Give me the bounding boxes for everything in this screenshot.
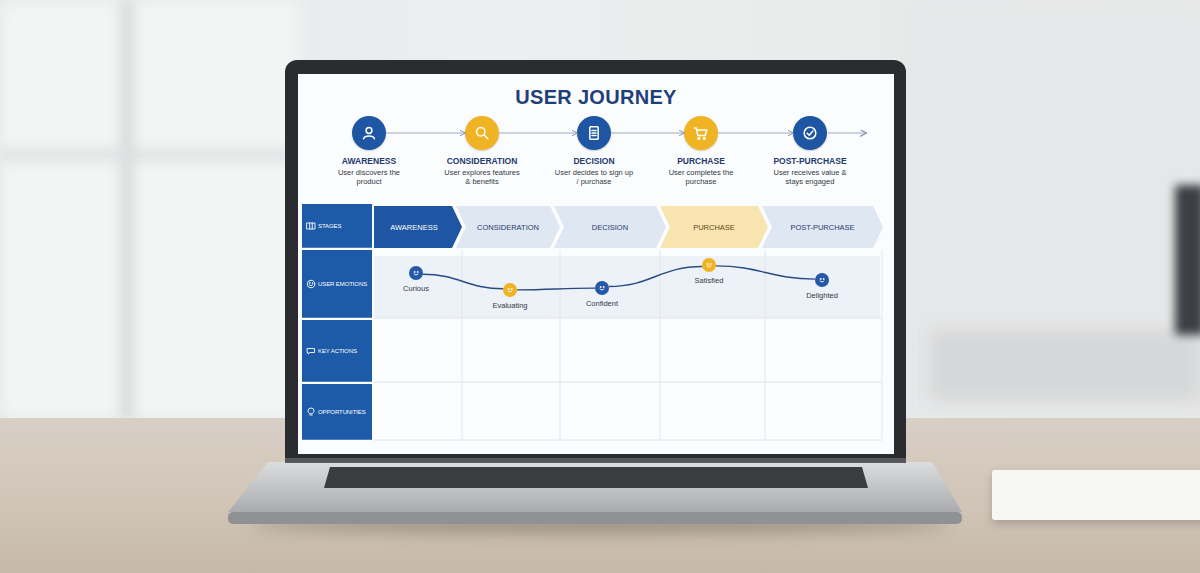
row-header: USER EMOTIONS bbox=[302, 250, 372, 318]
emotion-marker: Delighted bbox=[815, 273, 829, 287]
stage-description: User decides to sign up / purchase bbox=[554, 168, 634, 186]
stage-heading: AWARENESS bbox=[314, 156, 424, 166]
grid-line bbox=[374, 440, 882, 441]
icon bbox=[596, 282, 608, 294]
chevron-label: DECISION bbox=[554, 206, 666, 248]
row-label: KEY ACTIONS bbox=[318, 320, 372, 382]
row-label: STAGES bbox=[318, 204, 372, 248]
icon bbox=[305, 220, 317, 232]
row-header: KEY ACTIONS bbox=[302, 320, 372, 382]
laptop-deck bbox=[228, 462, 962, 512]
icon bbox=[816, 274, 828, 286]
laptop-front-edge bbox=[228, 512, 962, 524]
chevron-label: AWARENESS bbox=[374, 206, 462, 248]
stage-chevron: CONSIDERATION bbox=[456, 206, 560, 248]
stage-description: User discovers the product bbox=[329, 168, 409, 186]
emotion-curve bbox=[716, 266, 815, 279]
chevron-fill bbox=[762, 206, 883, 248]
icon bbox=[410, 267, 422, 279]
chevron-fill bbox=[554, 206, 666, 248]
icon bbox=[305, 345, 317, 357]
emotion-label: Curious bbox=[381, 284, 451, 293]
emotion-curve bbox=[517, 288, 595, 290]
emotion-band bbox=[374, 256, 880, 318]
icon bbox=[472, 123, 492, 143]
emotion-marker: Evaluating bbox=[503, 283, 517, 297]
stage-circle: POST-PURCHASEUser receives value & stays… bbox=[793, 116, 827, 150]
stage-circle: CONSIDERATIONUser explores features & be… bbox=[465, 116, 499, 150]
icon bbox=[305, 406, 317, 418]
stage-heading: CONSIDERATION bbox=[427, 156, 537, 166]
emotion-curve bbox=[609, 266, 702, 286]
timeline-tail bbox=[828, 133, 866, 134]
grid-line bbox=[882, 250, 883, 440]
icon bbox=[504, 284, 516, 296]
chevron-label: CONSIDERATION bbox=[456, 206, 560, 248]
emotion-marker: Confident bbox=[595, 281, 609, 295]
window-light bbox=[0, 0, 300, 420]
keyboard bbox=[324, 467, 868, 488]
journey-connector bbox=[611, 133, 684, 134]
stage-circle: PURCHASEUser completes the purchase bbox=[684, 116, 718, 150]
grid-line bbox=[765, 250, 766, 440]
emotion-label: Satisfied bbox=[674, 276, 744, 285]
window-frame bbox=[120, 0, 134, 420]
stage-description: User explores features & benefits bbox=[442, 168, 522, 186]
emotion-label: Evaluating bbox=[475, 301, 545, 310]
stage-description: User completes the purchase bbox=[661, 168, 741, 186]
stage-circle: DECISIONUser decides to sign up / purcha… bbox=[577, 116, 611, 150]
icon bbox=[703, 259, 715, 271]
row-label: OPPORTUNITIES bbox=[318, 384, 372, 440]
window-frame bbox=[0, 150, 300, 160]
grid-line bbox=[660, 250, 661, 440]
emotion-label: Confident bbox=[567, 299, 637, 308]
journey-connector bbox=[499, 133, 577, 134]
stage-heading: PURCHASE bbox=[646, 156, 756, 166]
icon bbox=[800, 123, 820, 143]
stage-chevron: DECISION bbox=[554, 206, 666, 248]
chevron-fill bbox=[374, 206, 462, 248]
journey-connector bbox=[386, 133, 465, 134]
row-header: OPPORTUNITIES bbox=[302, 384, 372, 440]
emotion-marker: Curious bbox=[409, 266, 423, 280]
grid-line bbox=[374, 382, 882, 383]
icon bbox=[359, 123, 379, 143]
journey-connector bbox=[718, 133, 793, 134]
stage-description: User receives value & stays engaged bbox=[770, 168, 850, 186]
stage-chevron: PURCHASE bbox=[660, 206, 768, 248]
background-monitor bbox=[1175, 185, 1200, 335]
diagram-title: USER JOURNEY bbox=[298, 86, 894, 109]
stage-heading: DECISION bbox=[539, 156, 649, 166]
row-label: USER EMOTIONS bbox=[318, 250, 372, 318]
grid-line bbox=[462, 250, 463, 440]
icon bbox=[584, 123, 604, 143]
icon bbox=[691, 123, 711, 143]
emotion-curve bbox=[423, 274, 503, 289]
emotion-marker: Satisfied bbox=[702, 258, 716, 272]
chevron-fill bbox=[456, 206, 560, 248]
grid-line bbox=[374, 318, 882, 319]
stage-heading: POST-PURCHASE bbox=[755, 156, 865, 166]
notebook bbox=[992, 470, 1200, 520]
stage-chevron: POST-PURCHASE bbox=[762, 206, 883, 248]
chevron-fill bbox=[660, 206, 768, 248]
chevron-label: POST-PURCHASE bbox=[762, 206, 883, 248]
stage-circle: AWARENESSUser discovers the product bbox=[352, 116, 386, 150]
background-shelf bbox=[930, 330, 1200, 400]
chevron-label: PURCHASE bbox=[660, 206, 768, 248]
icon bbox=[305, 278, 317, 290]
stage-chevron: AWARENESS bbox=[374, 206, 462, 248]
grid-line bbox=[560, 250, 561, 440]
emotion-label: Delighted bbox=[787, 291, 857, 300]
hinge bbox=[285, 458, 906, 463]
row-header: STAGES bbox=[302, 204, 372, 248]
